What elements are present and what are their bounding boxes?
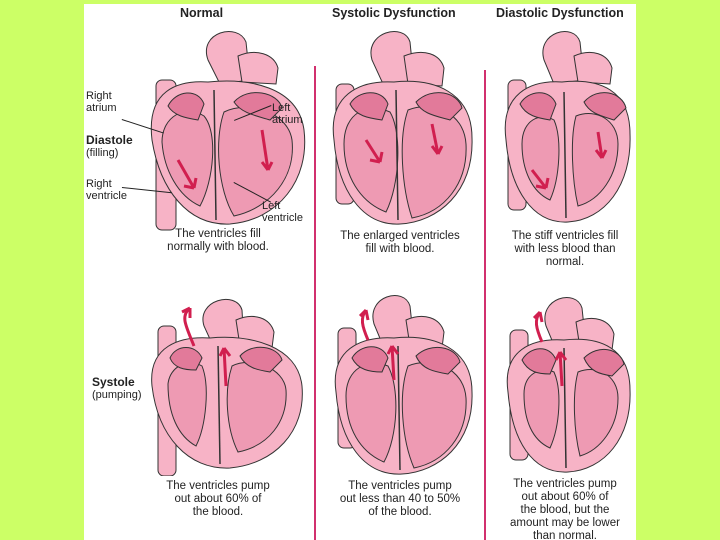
- heart-systole-systolic: [330, 284, 476, 476]
- label-systole: Systole(pumping): [92, 376, 142, 401]
- column-divider-2: [484, 70, 486, 540]
- heart-systole-normal: [140, 286, 312, 476]
- figure-panel: Normal Systolic Dysfunction Diastolic Dy…: [84, 4, 636, 540]
- header-normal: Normal: [180, 6, 223, 20]
- heart-diastole-systolic: [328, 20, 476, 232]
- column-divider-1: [314, 66, 316, 540]
- header-systolic: Systolic Dysfunction: [332, 6, 456, 20]
- header-diastolic: Diastolic Dysfunction: [496, 6, 624, 20]
- heart-systole-diastolic: [502, 286, 634, 476]
- label-diastole: Diastole(filling): [86, 134, 133, 159]
- heart-diastole-diastolic: [500, 20, 634, 232]
